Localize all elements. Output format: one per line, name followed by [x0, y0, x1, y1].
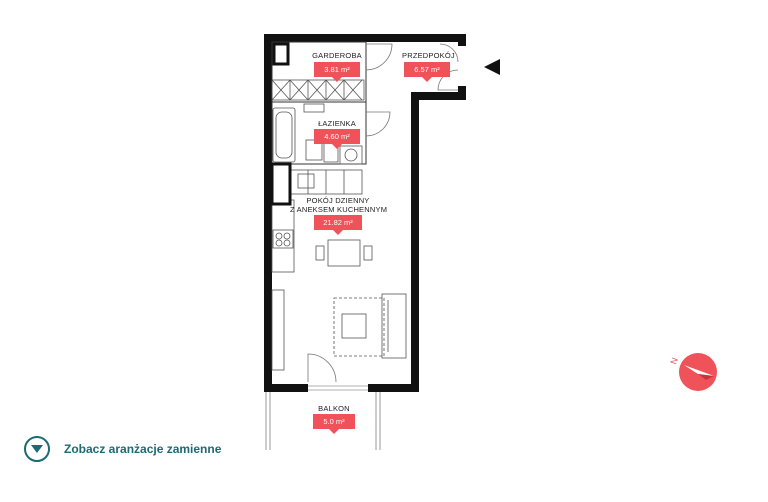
area-badge-pokoj-dzienny: 21.82 m² — [314, 215, 362, 235]
compass-icon: N — [666, 350, 722, 399]
cabinet — [271, 289, 285, 371]
fridge-block — [270, 162, 292, 206]
walls — [264, 34, 466, 392]
area-badge-przedpokoj: 6.57 m² — [404, 62, 450, 82]
wall-right-upper — [458, 34, 466, 46]
living-area — [333, 293, 407, 359]
alternative-layouts-label: Zobacz aranżacje zamienne — [64, 442, 222, 456]
area-badge-balkon: 5.0 m² — [313, 414, 355, 434]
wardrobe-units — [271, 79, 365, 101]
dining-table — [315, 239, 373, 267]
chevron-down-icon — [24, 436, 50, 462]
wall-top — [264, 34, 466, 42]
sofa — [381, 293, 407, 359]
entrance-arrow-icon — [484, 59, 500, 75]
coffee-table — [341, 313, 367, 339]
wall-right-lower — [411, 92, 419, 392]
area-badge-lazienka: 4.60 m² — [314, 129, 360, 149]
internal-walls — [271, 41, 367, 173]
cooktop — [272, 229, 294, 249]
balcony — [265, 392, 381, 450]
alternative-layouts-link[interactable]: Zobacz aranżacje zamienne — [24, 436, 221, 462]
room-label-lazienka: ŁAZIENKA — [318, 119, 356, 128]
area-badge-garderoba: 3.81 m² — [314, 62, 360, 82]
room-label-pokoj-dzienny: POKÓJ DZIENNY — [306, 196, 370, 205]
wardrobe-niche — [272, 42, 290, 66]
bathtub — [272, 107, 296, 163]
room-label-balkon: BALKON — [318, 404, 350, 413]
room-label-garderoba: GARDEROBA — [312, 51, 362, 60]
room-label-przedpokoj: PRZEDPOKÓJ — [402, 51, 455, 60]
wall-bottom-left — [264, 384, 308, 392]
doors — [307, 43, 459, 383]
washing-machine — [339, 145, 363, 165]
wall-right-step — [411, 92, 466, 100]
room-label-pokoj-dzienny-line2: Z ANEKSEM KUCHENNYM — [290, 205, 388, 214]
wall-left — [264, 34, 272, 392]
wall-bottom-right — [368, 384, 419, 392]
wall-right-stub — [458, 86, 466, 100]
compass-north-label: N — [668, 356, 680, 366]
openings — [308, 385, 368, 391]
